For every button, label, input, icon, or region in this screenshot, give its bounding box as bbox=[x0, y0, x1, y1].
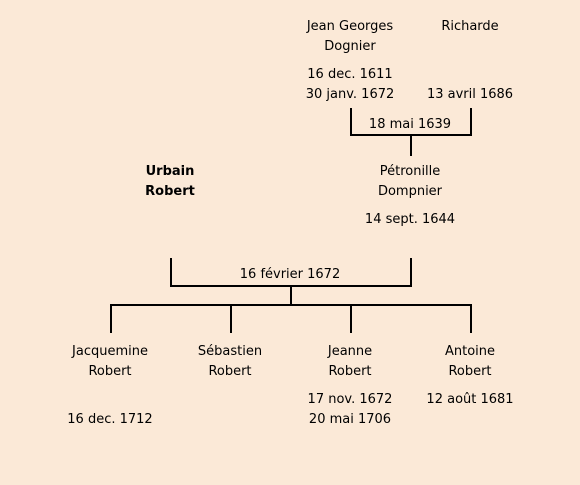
petronille-first-name: Pétronille bbox=[379, 164, 441, 179]
marriage-date-1639: 18 mai 1639 bbox=[368, 117, 452, 132]
connector-line bbox=[350, 108, 352, 135]
richarde-death: 13 avril 1686 bbox=[426, 87, 514, 102]
petronille-last-name: Dompnier bbox=[377, 184, 443, 199]
connector-line bbox=[470, 108, 472, 135]
jean-georges-first-name: Jean Georges bbox=[306, 19, 394, 34]
descent-line bbox=[290, 285, 292, 305]
connector-line bbox=[170, 258, 172, 286]
sebastien-first-name: Sébastien bbox=[197, 344, 263, 359]
child-connector bbox=[350, 304, 352, 333]
child-connector bbox=[470, 304, 472, 333]
jean-georges-birth: 16 dec. 1611 bbox=[307, 67, 393, 82]
jean-georges-last-name: Dognier bbox=[324, 39, 376, 54]
jean-georges-death: 30 janv. 1672 bbox=[305, 87, 395, 102]
connector-line bbox=[410, 258, 412, 286]
jeanne-first-name: Jeanne bbox=[327, 344, 373, 359]
child-connector bbox=[110, 304, 112, 333]
jacquemine-first-name: Jacquemine bbox=[72, 344, 148, 359]
descent-line bbox=[410, 134, 412, 156]
petronille-birth: 14 sept. 1644 bbox=[364, 212, 456, 227]
antoine-first-name: Antoine bbox=[444, 344, 496, 359]
antoine-last-name: Robert bbox=[448, 364, 492, 379]
richarde-first-name: Richarde bbox=[441, 19, 499, 34]
jacquemine-death: 16 dec. 1712 bbox=[67, 412, 153, 427]
sebastien-last-name: Robert bbox=[208, 364, 252, 379]
children-line bbox=[110, 304, 472, 306]
jeanne-death: 20 mai 1706 bbox=[308, 412, 392, 427]
antoine-birth: 12 août 1681 bbox=[426, 392, 514, 407]
jeanne-last-name: Robert bbox=[328, 364, 372, 379]
urbain-last-name: Robert bbox=[145, 184, 195, 199]
child-connector bbox=[230, 304, 232, 333]
jacquemine-last-name: Robert bbox=[88, 364, 132, 379]
jeanne-birth: 17 nov. 1672 bbox=[307, 392, 393, 407]
marriage-date-1672: 16 février 1672 bbox=[239, 267, 341, 282]
urbain-first-name: Urbain bbox=[145, 164, 195, 179]
